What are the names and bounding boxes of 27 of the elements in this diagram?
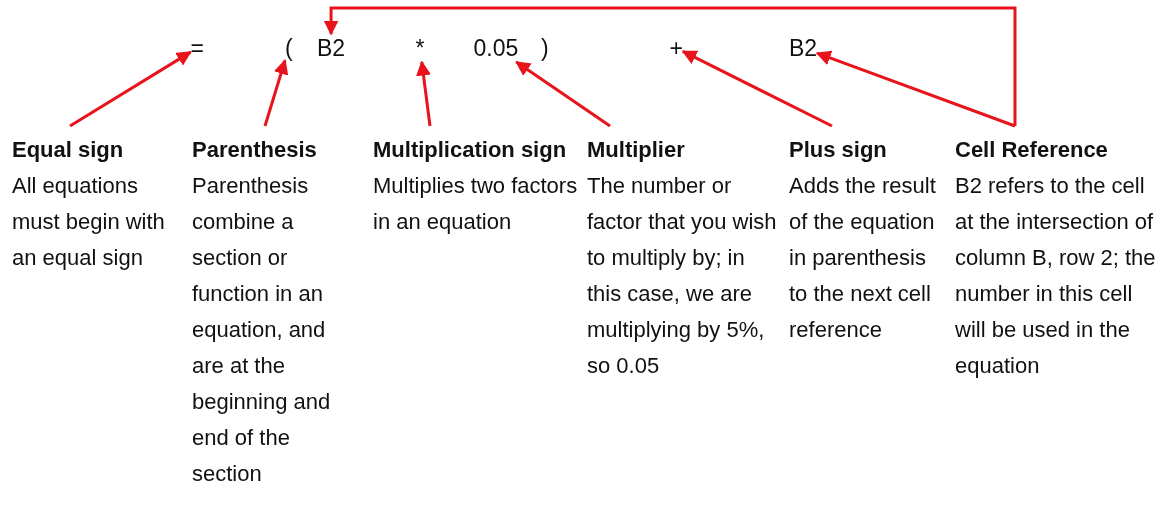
formula-symbol: = [190, 34, 204, 62]
leader-arrow [416, 60, 432, 127]
annotation-heading: Parenthesis [192, 136, 318, 164]
leader-arrow [263, 59, 289, 127]
formula-symbol: ) [541, 34, 549, 62]
annotation-text: B2 refers to the cell at the intersection of column B, row 2; the number in this cell will be used in the equation [955, 172, 1157, 380]
formula-symbol: * [415, 34, 425, 62]
annotation-text: Adds the result of the equation in parenthesis to the next cell reference [789, 172, 937, 344]
annotation-text: Multiplies two factors in an equation [373, 172, 578, 236]
annotation-text: Parenthesis combine a section or function in an equation, and are at the beginning and end of the section [192, 172, 332, 488]
leader-arrow [681, 50, 833, 128]
annotation-heading: Multiplier [587, 136, 686, 164]
formula-symbol: + [669, 34, 683, 62]
formula-symbol: 0.05 [473, 34, 519, 62]
annotation-text: The number or factor that you wish to multiply by; in this case, we are multiplying by 5%, so 0.05 [587, 172, 777, 380]
formula-symbol: B2 [789, 34, 818, 62]
leader-arrow [69, 50, 192, 128]
annotation-heading: Cell Reference [955, 136, 1109, 164]
leader-arrow [815, 50, 1016, 128]
annotation-text: All equations must begin with an equal sign [12, 172, 166, 272]
annotation-heading: Plus sign [789, 136, 888, 164]
leader-arrow [515, 60, 611, 128]
formula-symbol: B2 [317, 34, 346, 62]
annotation-heading: Equal sign [12, 136, 125, 164]
leader-arrow [323, 6, 1017, 126]
annotation-heading: Multiplication sign [373, 136, 568, 164]
formula-symbol: ( [285, 34, 293, 62]
